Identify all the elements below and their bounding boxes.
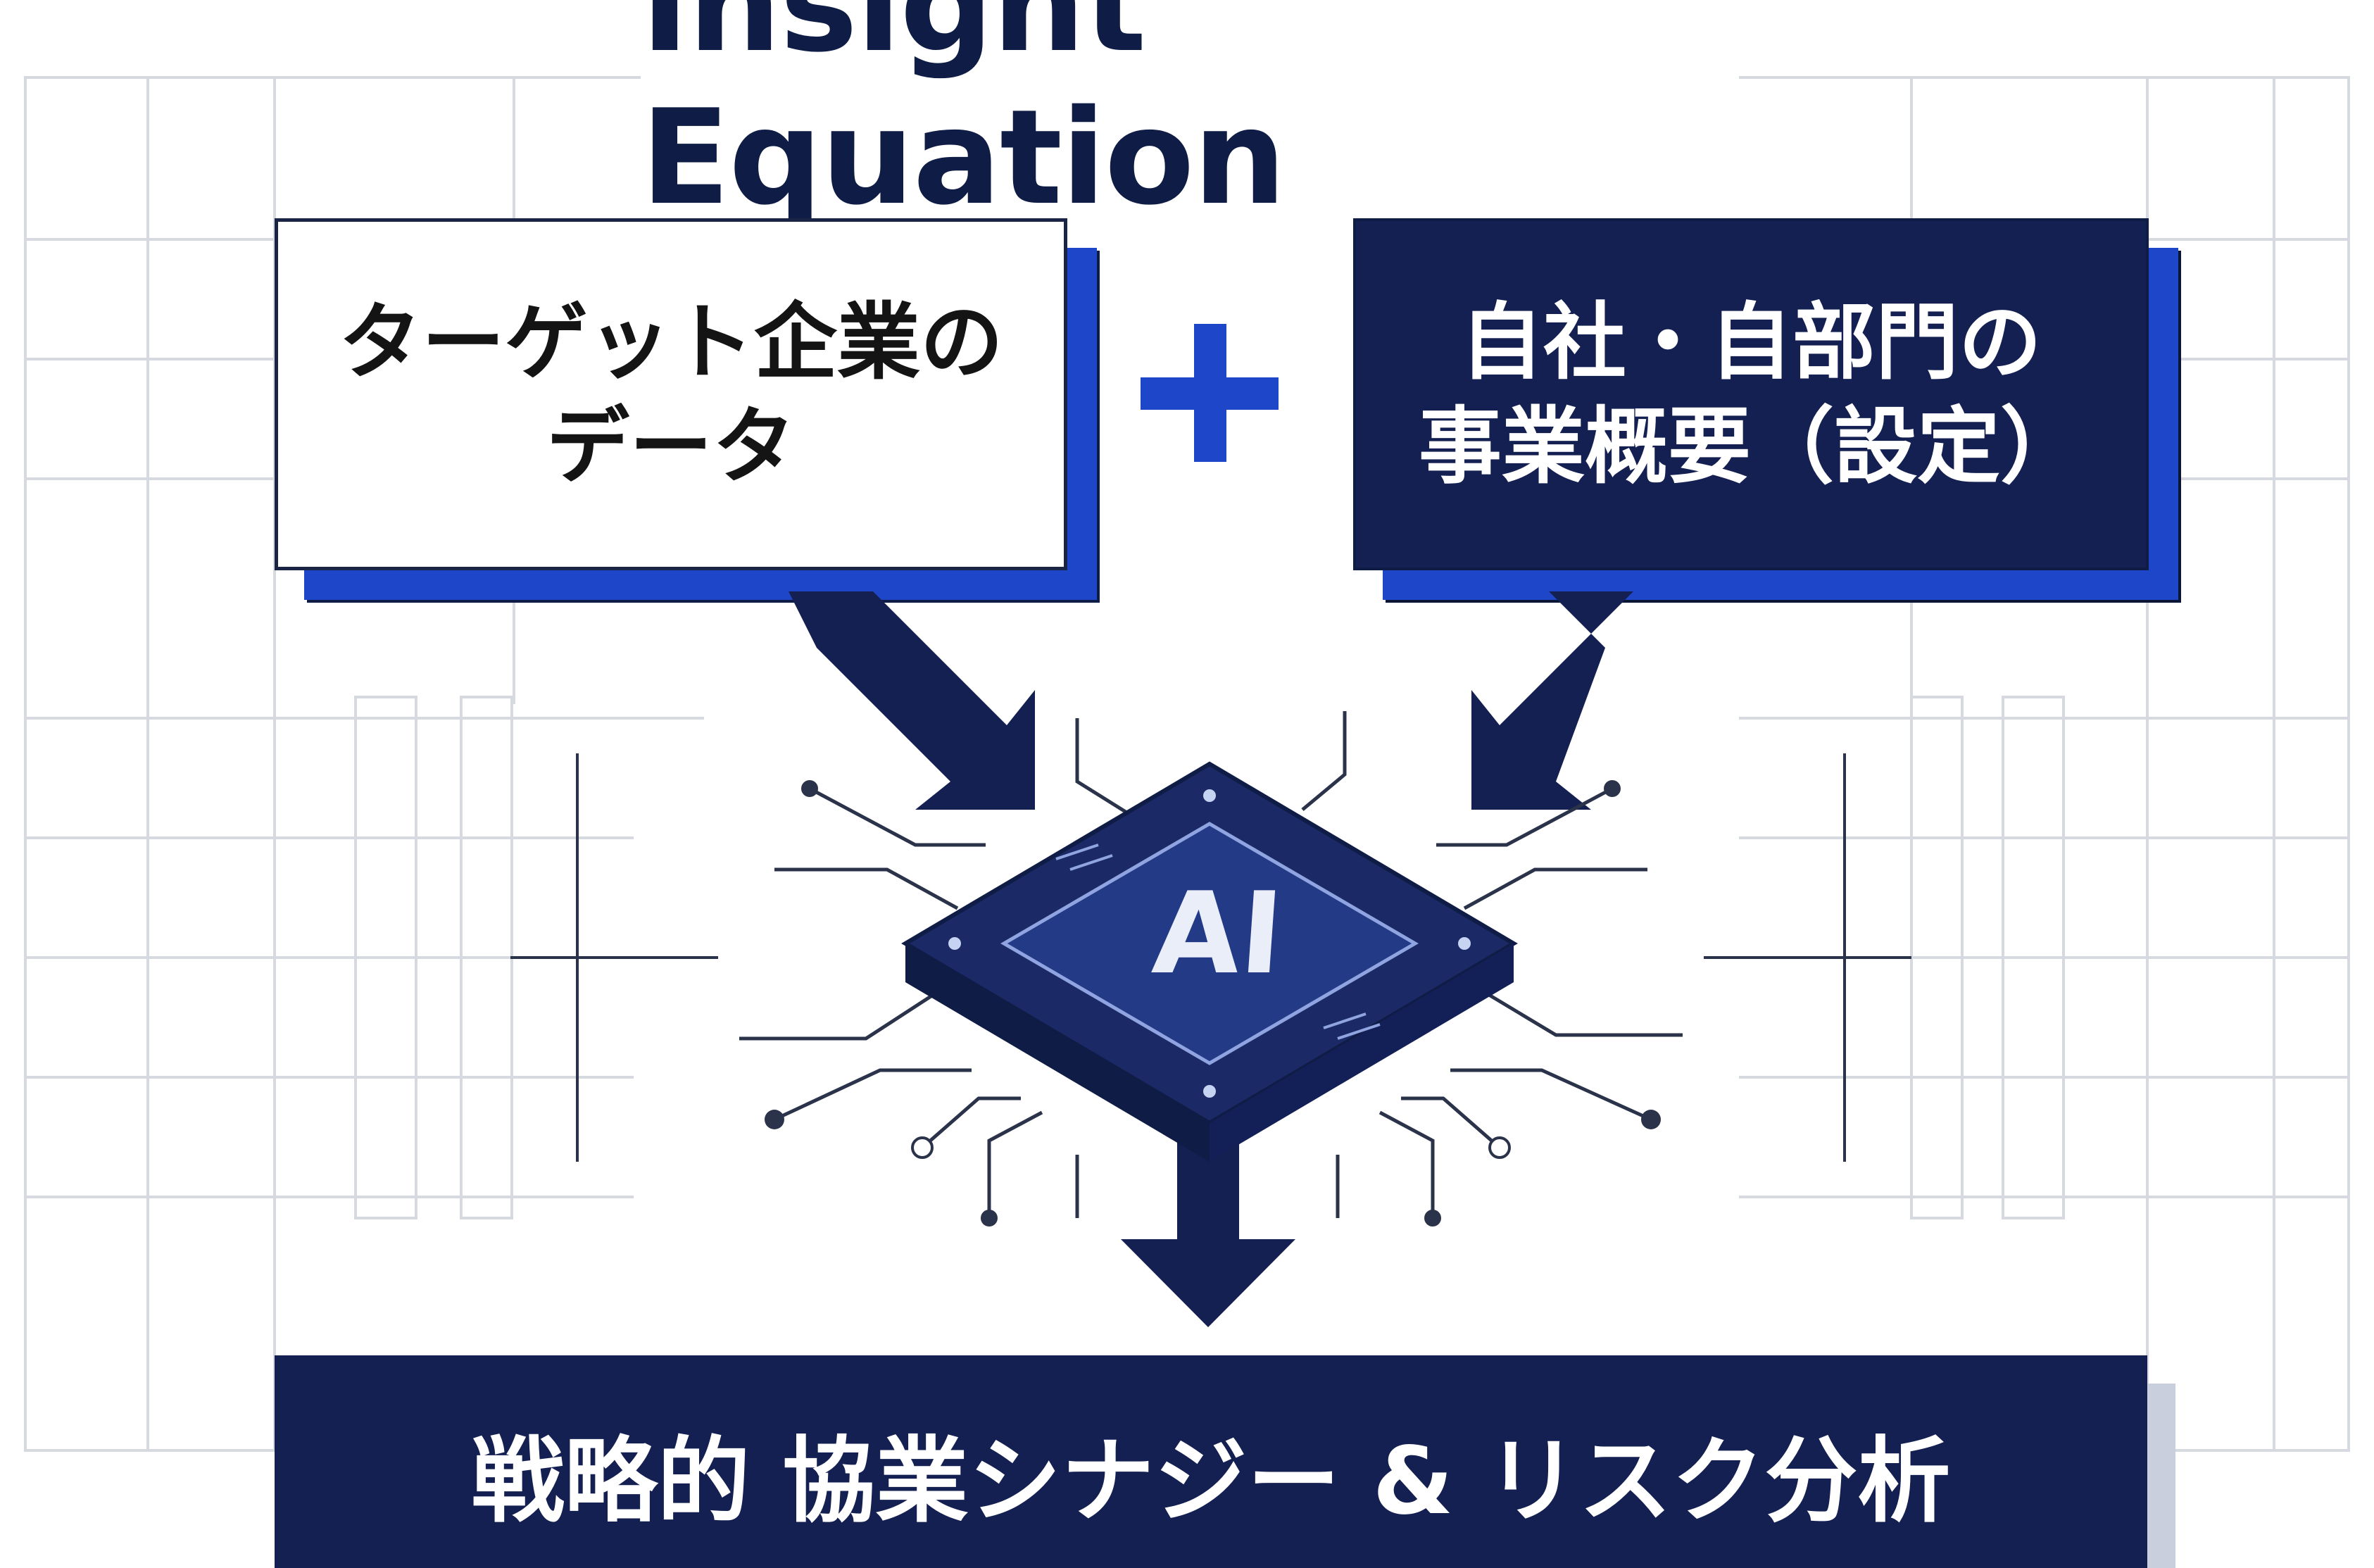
- diagram-title: Insight Equation: [641, 0, 1739, 234]
- input-own-business-overview: 自社・自部門の 事業概要（設定）: [1353, 218, 2149, 570]
- input-right-label: 自社・自部門の 事業概要（設定）: [1418, 294, 2083, 495]
- output-strategic-synergy-risk-analysis: 戦略的 協業シナジー & リスク分析: [275, 1355, 2147, 1568]
- arrow-right-to-ai: [1471, 591, 1633, 810]
- output-label: 戦略的 協業シナジー & リスク分析: [471, 1427, 1951, 1536]
- input-left-label: ターゲット企業の データ: [338, 294, 1003, 495]
- input-target-company-data: ターゲット企業の データ: [275, 218, 1067, 570]
- plus-icon: [1141, 324, 1279, 462]
- ai-chip-label: AI: [1148, 867, 1288, 999]
- arrow-ai-to-output: [1121, 1098, 1295, 1327]
- arrow-left-to-ai: [789, 591, 1035, 810]
